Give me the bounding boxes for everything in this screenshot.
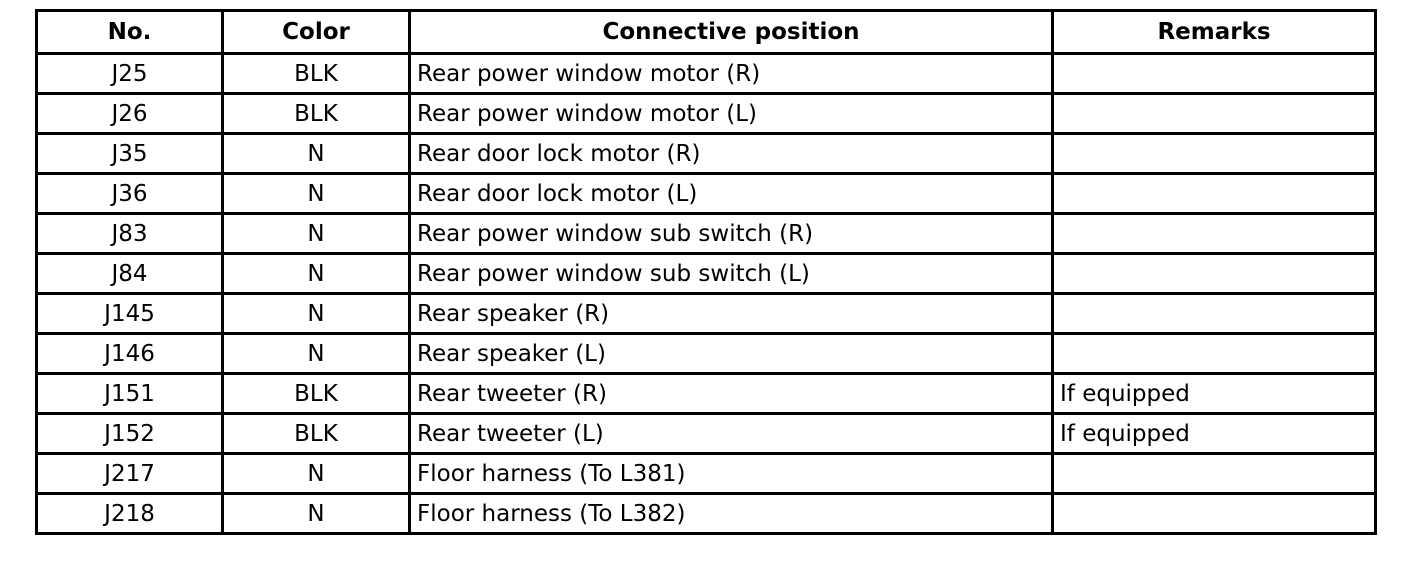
cell-no: J145: [35, 292, 224, 335]
cell-no: J151: [35, 372, 224, 415]
cell-color: N: [221, 252, 411, 295]
cell-connective-position: Rear tweeter (R): [408, 372, 1054, 415]
cell-no: J146: [35, 332, 224, 375]
header-row: No. Color Connective position Remarks: [35, 9, 1377, 55]
cell-no: J84: [35, 252, 224, 295]
header-no: No.: [35, 9, 224, 55]
cell-connective-position: Rear tweeter (L): [408, 412, 1054, 455]
cell-remarks: [1051, 492, 1377, 535]
cell-remarks: [1051, 292, 1377, 335]
cell-remarks: [1051, 252, 1377, 295]
cell-no: J152: [35, 412, 224, 455]
cell-connective-position: Floor harness (To L381): [408, 452, 1054, 495]
cell-remarks: [1051, 212, 1377, 255]
cell-connective-position: Floor harness (To L382): [408, 492, 1054, 535]
cell-color: N: [221, 492, 411, 535]
cell-remarks: [1051, 332, 1377, 375]
cell-color: N: [221, 332, 411, 375]
cell-color: N: [221, 452, 411, 495]
cell-no: J36: [35, 172, 224, 215]
header-remarks: Remarks: [1051, 9, 1377, 55]
cell-color: N: [221, 132, 411, 175]
cell-color: N: [221, 212, 411, 255]
cell-connective-position: Rear door lock motor (L): [408, 172, 1054, 215]
cell-no: J26: [35, 92, 224, 135]
cell-remarks: [1051, 132, 1377, 175]
cell-color: N: [221, 292, 411, 335]
cell-color: BLK: [221, 92, 411, 135]
cell-remarks: [1051, 52, 1377, 95]
cell-no: J83: [35, 212, 224, 255]
cell-remarks: [1051, 172, 1377, 215]
cell-color: N: [221, 172, 411, 215]
cell-connective-position: Rear power window sub switch (L): [408, 252, 1054, 295]
cell-connective-position: Rear power window motor (L): [408, 92, 1054, 135]
cell-color: BLK: [221, 372, 411, 415]
cell-remarks: [1051, 92, 1377, 135]
cell-remarks: If equipped: [1051, 372, 1377, 415]
cell-no: J218: [35, 492, 224, 535]
cell-connective-position: Rear speaker (R): [408, 292, 1054, 335]
cell-connective-position: Rear power window sub switch (R): [408, 212, 1054, 255]
connector-table: No. Color Connective position Remarks J2…: [35, 9, 1377, 535]
cell-connective-position: Rear speaker (L): [408, 332, 1054, 375]
cell-remarks: [1051, 452, 1377, 495]
cell-color: BLK: [221, 412, 411, 455]
cell-no: J217: [35, 452, 224, 495]
header-color: Color: [221, 9, 411, 55]
cell-connective-position: Rear power window motor (R): [408, 52, 1054, 95]
cell-connective-position: Rear door lock motor (R): [408, 132, 1054, 175]
header-connective-position: Connective position: [408, 9, 1054, 55]
cell-color: BLK: [221, 52, 411, 95]
cell-remarks: If equipped: [1051, 412, 1377, 455]
cell-no: J25: [35, 52, 224, 95]
cell-no: J35: [35, 132, 224, 175]
